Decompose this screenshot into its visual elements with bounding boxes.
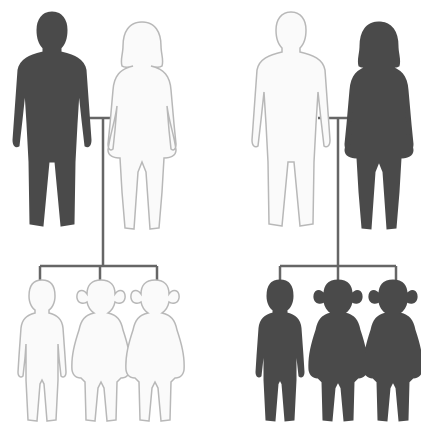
left-child-boy-figure: [18, 280, 66, 421]
right-child-boy-figure: [256, 280, 304, 421]
left-father-figure: [13, 12, 91, 226]
right-child-girl1-figure: [309, 280, 367, 421]
left-child-girl1-figure: [72, 280, 130, 421]
right-mother-figure: [345, 22, 413, 229]
left-family: [13, 12, 184, 421]
left-child-girl2-figure: [126, 280, 184, 421]
right-family: [252, 12, 421, 421]
left-mother-figure: [108, 22, 176, 229]
right-child-girl2-figure: [364, 280, 421, 421]
